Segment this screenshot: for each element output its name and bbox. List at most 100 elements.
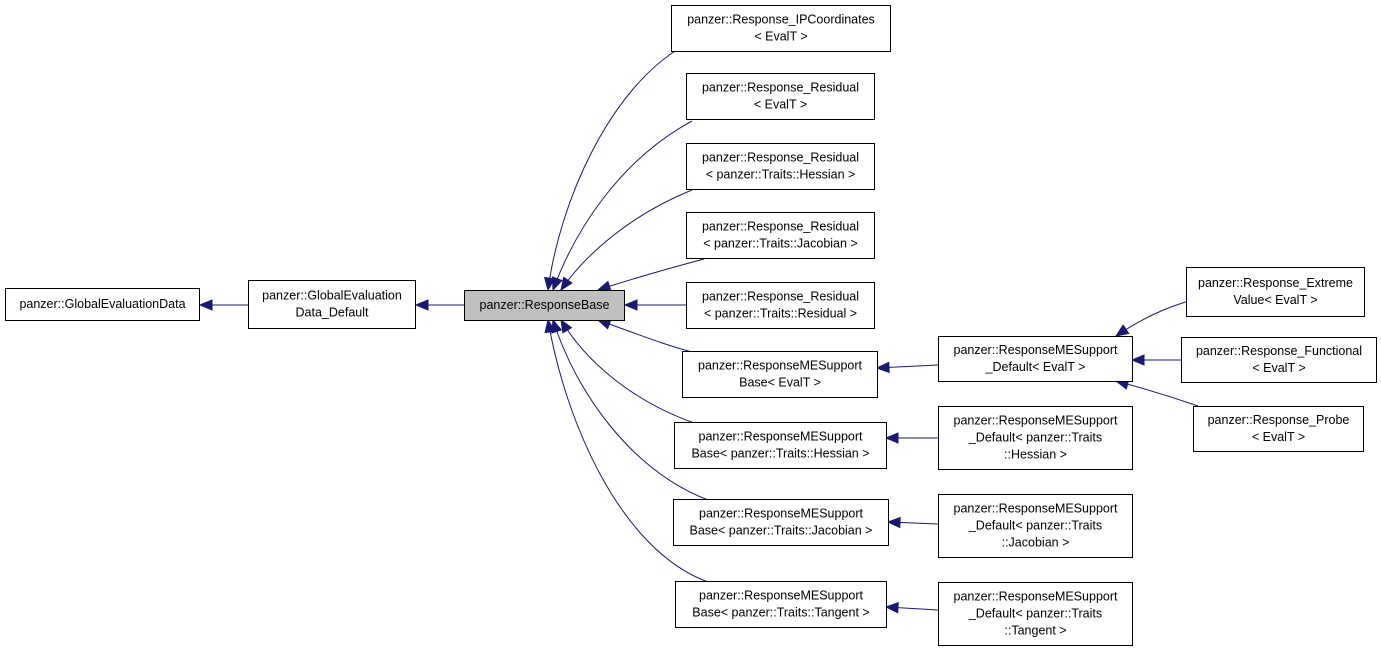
arrowhead-icon xyxy=(596,280,612,292)
class-node-label: Base< panzer::Traits::Jacobian > xyxy=(690,524,873,538)
edge-rresr-to-rb xyxy=(623,299,686,311)
class-node-label: < EvalT > xyxy=(1252,430,1305,444)
class-node-rprb[interactable]: panzer::Response_Probe< EvalT > xyxy=(1193,406,1364,452)
edge-rprb-to-rmsd xyxy=(1114,378,1199,407)
class-node-label: Base< panzer::Traits::Tangent > xyxy=(692,606,869,620)
class-node-ged[interactable]: panzer::GlobalEvaluationData xyxy=(5,288,200,321)
class-node-box xyxy=(938,582,1133,646)
class-node-ripc[interactable]: panzer::Response_IPCoordinates< EvalT > xyxy=(671,5,891,52)
class-node-box xyxy=(248,280,416,329)
arrowhead-icon xyxy=(1130,354,1145,366)
class-node-label: _Default< panzer::Traits xyxy=(968,607,1102,621)
class-node-label: panzer::ResponseBase xyxy=(480,298,610,312)
edge-rmsbj-to-rb xyxy=(551,318,709,501)
class-node-box xyxy=(1193,406,1364,452)
edge-line xyxy=(552,319,709,501)
class-node-rresh[interactable]: panzer::Response_Residual< panzer::Trait… xyxy=(686,143,875,190)
arrowhead-icon xyxy=(875,361,890,374)
class-node-label: panzer::Response_Residual xyxy=(702,290,859,304)
class-node-box xyxy=(938,336,1133,382)
class-node-box xyxy=(938,406,1133,470)
class-node-rres[interactable]: panzer::Response_Residual< EvalT > xyxy=(686,73,875,120)
class-node-box xyxy=(464,290,625,321)
edge-rres-to-rb xyxy=(551,120,693,292)
class-node-rresr[interactable]: panzer::Response_Residual< panzer::Trait… xyxy=(686,282,875,329)
class-node-label: panzer::ResponseMESupport xyxy=(698,359,863,373)
class-node-rmsdh[interactable]: panzer::ResponseMESupport_Default< panze… xyxy=(938,406,1133,470)
class-node-rmsdj[interactable]: panzer::ResponseMESupport_Default< panze… xyxy=(938,494,1133,558)
class-node-box xyxy=(686,282,875,329)
edge-line xyxy=(547,47,681,291)
edge-line xyxy=(560,319,695,424)
edge-line xyxy=(547,319,709,583)
arrowhead-icon xyxy=(560,276,573,292)
edge-rmsdj-to-rmsbj xyxy=(886,516,939,529)
class-node-rmsd[interactable]: panzer::ResponseMESupport_Default< EvalT… xyxy=(938,336,1133,382)
class-node-box xyxy=(686,143,875,190)
edge-line xyxy=(597,319,693,353)
class-node-label: _Default< panzer::Traits xyxy=(968,431,1102,445)
edge-rmsd-to-rmsb xyxy=(875,361,939,374)
edge-line xyxy=(1115,297,1199,337)
class-node-label: ::Hessian > xyxy=(1004,448,1067,462)
class-node-label: panzer::ResponseMESupport xyxy=(699,507,864,521)
class-node-label: < panzer::Traits::Hessian > xyxy=(706,168,856,182)
edge-line xyxy=(552,120,693,291)
edge-rfun-to-rmsd xyxy=(1130,354,1181,366)
class-node-label: panzer::ResponseMESupport xyxy=(954,414,1119,428)
class-node-label: panzer::Response_Extreme xyxy=(1198,276,1353,290)
edge-line xyxy=(1115,380,1199,407)
edge-rmsb-to-rb xyxy=(596,318,693,353)
class-node-label: < EvalT > xyxy=(754,30,807,44)
class-node-box xyxy=(675,581,887,628)
class-node-label: < EvalT > xyxy=(754,98,807,112)
class-node-label: panzer::Response_Residual xyxy=(702,81,859,95)
edge-ripc-to-rb xyxy=(543,47,681,292)
arrowhead-icon xyxy=(560,318,573,334)
class-node-label: panzer::ResponseMESupport xyxy=(699,589,864,603)
class-node-label: panzer::GlobalEvaluationData xyxy=(19,297,185,311)
arrowhead-icon xyxy=(414,299,429,311)
class-node-rresj[interactable]: panzer::Response_Residual< panzer::Trait… xyxy=(686,212,875,259)
edge-rmsbh-to-rb xyxy=(560,318,695,424)
arrowhead-icon xyxy=(623,299,638,311)
class-node-label: Value< EvalT > xyxy=(1233,293,1317,307)
class-node-gedd[interactable]: panzer::GlobalEvaluationData_Default xyxy=(248,280,416,329)
edge-rresh-to-rb xyxy=(560,189,693,292)
edge-gedd-to-ged xyxy=(198,299,248,311)
class-node-label: Data_Default xyxy=(296,306,369,320)
arrowhead-icon xyxy=(884,601,899,614)
class-node-label: panzer::Response_Functional xyxy=(1196,344,1362,358)
class-node-label: panzer::Response_Residual xyxy=(702,151,859,165)
class-node-box xyxy=(674,422,887,469)
class-node-box xyxy=(671,5,891,52)
class-node-box xyxy=(682,351,878,398)
class-node-rfun[interactable]: panzer::Response_Functional< EvalT > xyxy=(1181,337,1377,383)
arrowhead-icon xyxy=(886,516,901,529)
class-node-label: panzer::ResponseMESupport xyxy=(954,343,1119,357)
class-node-rb[interactable]: panzer::ResponseBase xyxy=(464,290,625,321)
class-node-rmsdt[interactable]: panzer::ResponseMESupport_Default< panze… xyxy=(938,582,1133,646)
edge-rmsdh-to-rmsbh xyxy=(884,432,938,444)
arrowhead-icon xyxy=(544,318,556,334)
class-node-label: < panzer::Traits::Residual > xyxy=(704,307,857,321)
class-node-label: panzer::Response_Residual xyxy=(702,220,859,234)
arrowhead-icon xyxy=(543,276,556,292)
class-node-label: Base< panzer::Traits::Hessian > xyxy=(691,447,869,461)
edge-rmsbt-to-rb xyxy=(544,318,709,583)
class-node-label: < EvalT > xyxy=(1252,361,1305,375)
class-node-label: panzer::Response_IPCoordinates xyxy=(687,13,875,27)
class-node-label: _Default< panzer::Traits xyxy=(968,519,1102,533)
class-node-label: ::Tangent > xyxy=(1004,624,1066,638)
arrowhead-icon xyxy=(1114,324,1130,337)
class-node-box xyxy=(686,212,875,259)
class-node-label: _Default< EvalT > xyxy=(985,360,1086,374)
class-node-label: panzer::GlobalEvaluation xyxy=(262,289,402,303)
edge-rresj-to-rb xyxy=(596,258,705,292)
